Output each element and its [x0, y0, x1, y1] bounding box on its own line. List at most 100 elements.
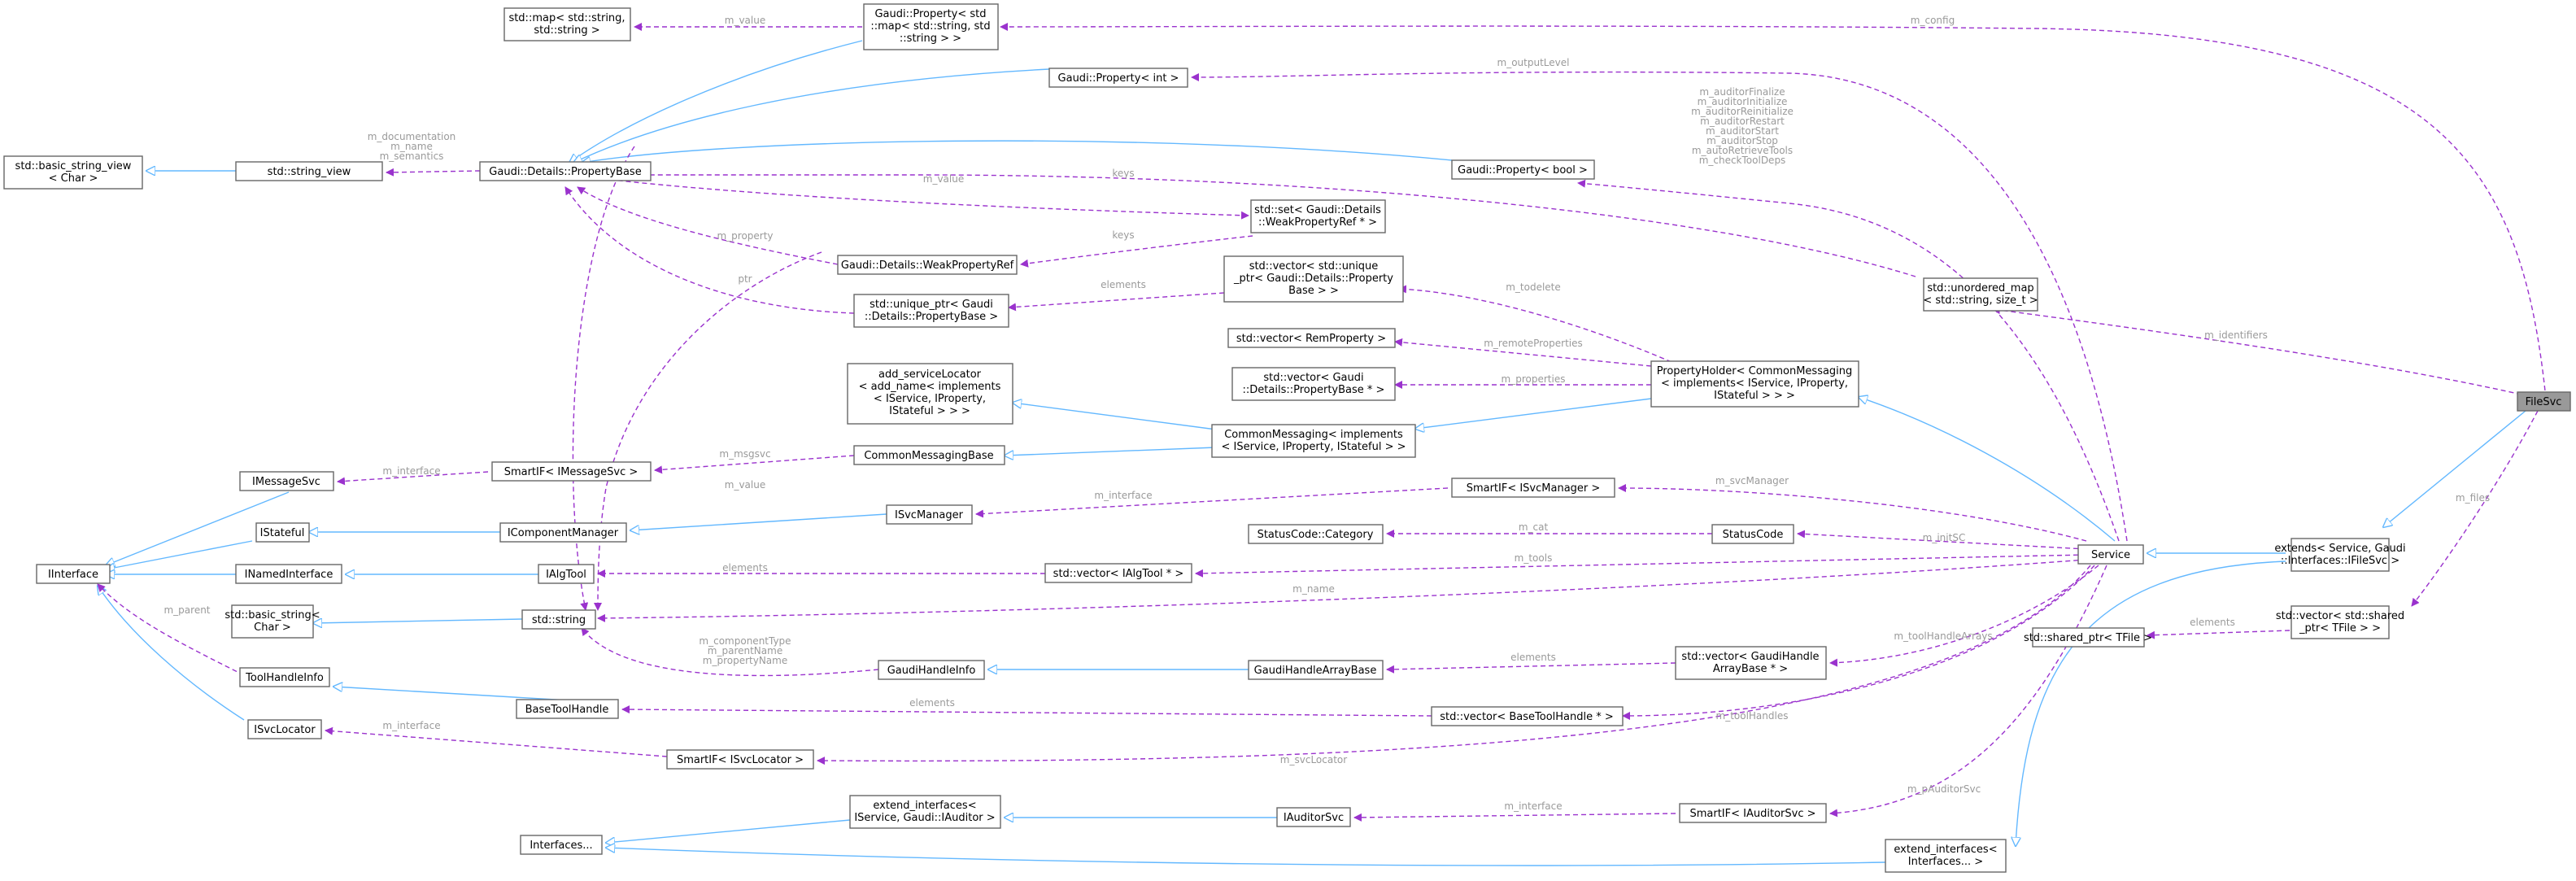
text-line: SmartIF< IAuditorSvc >	[1689, 808, 1815, 820]
edge-label-m-initsc: m_initSC	[1923, 532, 1966, 543]
node-weakpropertyref[interactable]: Gaudi::Details::WeakPropertyRef	[837, 255, 1018, 275]
node-label: Interfaces...	[530, 840, 592, 852]
node-extend-interfaces-interfaces[interactable]: extend_interfaces<Interfaces... >	[1885, 839, 2007, 873]
edge-label-m-interface-auditorsvc: m_interface	[1504, 800, 1562, 812]
node-propertybase[interactable]: Gaudi::Details::PropertyBase	[479, 161, 652, 181]
node-property-map[interactable]: Gaudi::Property< std::map< std::string, …	[863, 3, 999, 50]
node-std-map[interactable]: std::map< std::string,std::string >	[503, 7, 631, 41]
node-icomponentmanager[interactable]: IComponentManager	[499, 522, 627, 543]
node-vector-basetoolhandle[interactable]: std::vector< BaseToolHandle * >	[1431, 706, 1624, 726]
node-extends-service-ifilesvc[interactable]: extends< Service, Gaudi::Interfaces::IFi…	[2274, 538, 2406, 572]
node-smartif-isvclocator[interactable]: SmartIF< ISvcLocator >	[666, 749, 814, 770]
node-label: IMessageSvc	[252, 476, 320, 488]
text-line: Gaudi::Property< std	[874, 8, 986, 20]
node-string-view[interactable]: std::string_view	[235, 161, 383, 181]
edge-m-identifiers	[1992, 306, 2522, 395]
node-basetoolhandle[interactable]: BaseToolHandle	[516, 699, 619, 719]
edge-label-m-interface-msgsvc: m_interface	[382, 465, 440, 477]
node-add-servicelocator[interactable]: add_serviceLocator< add_name< implements…	[847, 363, 1013, 425]
node-smartif-isvcmanager[interactable]: SmartIF< ISvcManager >	[1451, 478, 1615, 498]
edge-m-toolhandles	[1622, 565, 2095, 720]
node-label: std::vector< BaseToolHandle * >	[1440, 711, 1614, 723]
edge-m-config	[1000, 22, 2547, 399]
node-vector-shared-ptr-tfile[interactable]: std::vector< std::shared_ptr< TFile > >	[2276, 605, 2404, 639]
node-std-string[interactable]: std::string	[521, 609, 596, 630]
node-isvcmanager[interactable]: ISvcManager	[886, 504, 973, 525]
node-smartif-imessagesvc[interactable]: SmartIF< IMessageSvc >	[491, 461, 652, 482]
text-line: m_autoRetrieveTools	[1692, 145, 1793, 156]
node-basic-string-view-char[interactable]: std::basic_string_view< Char >	[3, 155, 143, 190]
node-istateful[interactable]: IStateful	[255, 522, 310, 543]
node-service[interactable]: Service	[2077, 544, 2144, 565]
edge-m-pauditorsvc	[1829, 565, 2107, 818]
edge-m-interface-svcmanager	[975, 487, 1449, 518]
text-line: IStateful > > >	[889, 405, 970, 417]
node-basic-string-char[interactable]: std::basic_string<Char >	[224, 604, 320, 639]
node-commonmessaging[interactable]: CommonMessaging< implements< IService, I…	[1211, 424, 1416, 458]
node-commonmessagingbase[interactable]: CommonMessagingBase	[853, 445, 1005, 465]
edge-elements-shared-ptr	[2147, 630, 2291, 639]
node-imessagesvc[interactable]: IMessageSvc	[239, 471, 334, 491]
node-filesvc[interactable]: FileSvc	[2517, 391, 2571, 412]
text-line: IInterface	[48, 569, 98, 581]
text-line: < IService, IProperty,	[874, 393, 986, 405]
text-line: elements	[909, 697, 955, 709]
text-line: Gaudi::Property< bool >	[1458, 164, 1588, 177]
text-line: std::vector< BaseToolHandle * >	[1440, 711, 1614, 723]
text-line: m_auditorInitialize	[1698, 96, 1788, 107]
node-smartif-iauditorsvc[interactable]: SmartIF< IAuditorSvc >	[1679, 803, 1827, 823]
node-shared-ptr-tfile[interactable]: std::shared_ptr< TFile >	[2024, 627, 2152, 648]
text-line: std::basic_string_view	[15, 160, 132, 172]
node-vector-unique-ptr-propertybase[interactable]: std::vector< std::unique_ptr< Gaudi::Det…	[1223, 255, 1404, 303]
node-set-weakpropertyref[interactable]: std::set< Gaudi::Details::WeakPropertyRe…	[1250, 199, 1386, 233]
node-toolhandleinfo[interactable]: ToolHandleInfo	[239, 667, 330, 687]
node-extend-interfaces-iservice-iauditor[interactable]: extend_interfaces<IService, Gaudi::IAudi…	[849, 795, 1001, 829]
node-label: std::set< Gaudi::Details::WeakPropertyRe…	[1254, 204, 1381, 229]
edge-label-m-svcmanager: m_svcManager	[1715, 475, 1789, 486]
node-isvclocator[interactable]: ISvcLocator	[247, 719, 322, 739]
node-interfaces[interactable]: Interfaces...	[520, 835, 603, 855]
text-line: std::unordered_map	[1927, 282, 2033, 294]
node-unordered-map[interactable]: std::unordered_map< std::string, size_t …	[1923, 277, 2038, 312]
text-line: elements	[722, 562, 768, 574]
text-line: std::basic_string<	[224, 609, 320, 621]
node-vector-ialgtool[interactable]: std::vector< IAlgTool * >	[1044, 563, 1192, 583]
node-property-bool[interactable]: Gaudi::Property< bool >	[1451, 159, 1595, 180]
text-line: Char >	[254, 621, 291, 634]
text-line: m_name	[390, 141, 433, 152]
text-line: IAlgTool	[546, 569, 586, 581]
text-line: ::Details::PropertyBase >	[865, 311, 998, 323]
node-gaudihandleinfo[interactable]: GaudiHandleInfo	[878, 660, 985, 680]
edge-label-m-msgsvc: m_msgsvc	[719, 448, 770, 460]
node-unique-ptr-propertybase[interactable]: std::unique_ptr< Gaudi::Details::Propert…	[853, 294, 1009, 328]
node-statuscode-category[interactable]: StatusCode::Category	[1248, 524, 1384, 544]
node-vector-remproperty[interactable]: std::vector< RemProperty >	[1227, 328, 1396, 348]
node-statuscode[interactable]: StatusCode	[1711, 524, 1794, 544]
text-line: m_identifiers	[2204, 329, 2268, 341]
text-line: m_interface	[382, 465, 440, 477]
text-line: m_value	[725, 15, 765, 26]
node-iauditorsvc[interactable]: IAuditorSvc	[1276, 807, 1351, 827]
node-property-int[interactable]: Gaudi::Property< int >	[1048, 68, 1188, 88]
node-label: CommonMessagingBase	[864, 450, 993, 462]
node-label: std::basic_string<Char >	[224, 609, 320, 634]
text-line: std::string	[532, 614, 586, 626]
text-line: m_toolHandles	[1716, 710, 1789, 722]
node-ialgtool[interactable]: IAlgTool	[538, 564, 595, 584]
edge-label-ptr: ptr	[738, 273, 752, 285]
edge-extend-interfaces2-to-interfaces	[606, 848, 1886, 866]
node-inamedinterface[interactable]: INamedInterface	[235, 564, 342, 584]
node-propertyholder[interactable]: PropertyHolder< CommonMessaging< impleme…	[1650, 360, 1859, 408]
text-line: ToolHandleInfo	[245, 672, 324, 684]
edge-label-m-interface-svcmanager: m_interface	[1094, 490, 1152, 501]
node-iinterface[interactable]: IInterface	[36, 564, 111, 584]
text-line: ArrayBase * >	[1713, 663, 1788, 675]
node-gaudihandlearraybase[interactable]: GaudiHandleArrayBase	[1248, 660, 1384, 680]
text-line: m_files	[2456, 492, 2490, 504]
node-vector-propertybase-ptr[interactable]: std::vector< Gaudi::Details::PropertyBas…	[1231, 367, 1396, 401]
edge-basetoolhandle-to-toolhandleinfo	[333, 687, 570, 701]
text-line: m_value	[725, 479, 765, 491]
